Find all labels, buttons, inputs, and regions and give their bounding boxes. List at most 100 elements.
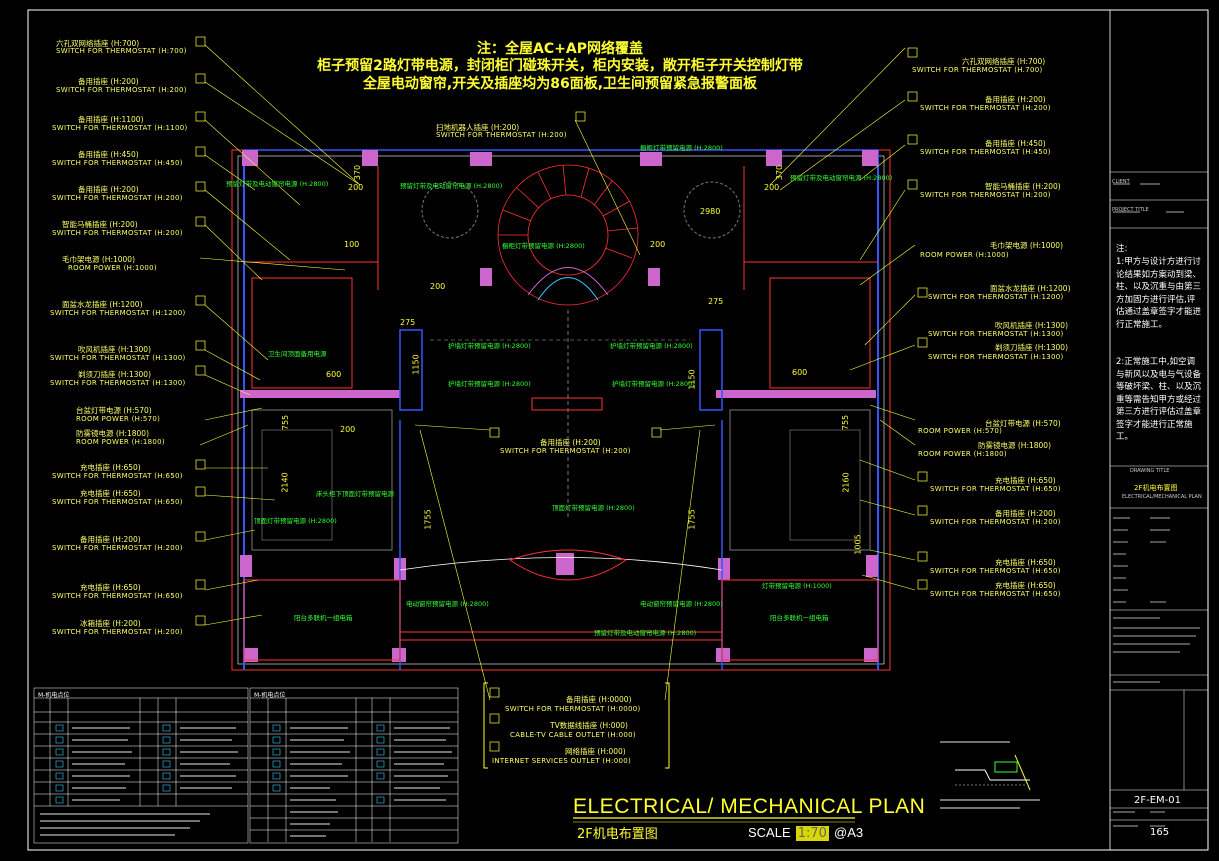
leader-lines — [199, 44, 916, 701]
dimension-label: 200 — [340, 425, 356, 434]
right-callout-2-cn: 备用插座 (H:200) — [985, 95, 1046, 104]
plan-tag: 护墙灯带预留电源 (H:2800) — [612, 380, 695, 388]
dimension-label: 600 — [326, 370, 342, 379]
dimension-label: 755 — [841, 414, 851, 431]
mid-callout-cn: 备用插座 (H:200) — [540, 438, 601, 447]
plan-tag: 橱柜灯带预留电源 (H:2800) — [640, 144, 723, 152]
client-label: CLIENT — [1112, 179, 1130, 185]
left-callout-17-en: SWITCH FOR THERMOSTAT (H:200) — [52, 628, 183, 636]
plan-tag: 顶面灯带预留电源 (H:2800) — [552, 504, 635, 512]
right-callout-6-cn: 面盆水龙插座 (H:1200) — [990, 284, 1071, 293]
plan-title: ELECTRICAL/ MECHANICAL PLAN — [573, 795, 926, 818]
left-callout-11-cn: 台盆灯带电源 (H:570) — [76, 406, 152, 415]
floor-plan — [231, 149, 891, 671]
callout-symbols — [195, 36, 928, 752]
legend-text-rows — [40, 727, 452, 837]
right-callout-5-cn: 毛巾架电源 (H:1000) — [990, 241, 1063, 250]
title-block-lines — [1110, 171, 1208, 821]
dimension-label: 2140 — [280, 472, 290, 493]
plan-subtitle: 2F机电布置图 — [577, 827, 658, 842]
dimension-label: 1005 — [853, 534, 863, 555]
right-callout-14-en: SWITCH FOR THERMOSTAT (H:650) — [930, 590, 1061, 598]
right-callout-9-en: ROOM POWER (H:570) — [918, 427, 1003, 435]
side-note-2: 2:正常施工中,如空调与新风以及电与气设备等破坏梁、柱、以及沉重等需告知甲方或经… — [1116, 357, 1202, 442]
plan-tag: 顶面灯带预留电源 (H:2800) — [254, 517, 337, 525]
legend-tables — [33, 687, 459, 844]
dimension-label: 1150 — [411, 354, 421, 375]
scale-group: SCALE 1:70 @A3 — [748, 822, 863, 841]
left-callout-12-en: ROOM POWER (H:1800) — [76, 438, 165, 446]
scale-value: 1:70 — [795, 826, 829, 841]
right-callout-10-cn: 防雾镜电源 (H:1800) — [978, 441, 1051, 450]
sweeper-callout-cn: 扫地机器人插座 (H:200) — [436, 123, 520, 132]
side-note-heading: 注: — [1116, 244, 1128, 254]
right-callout-1-en: SWITCH FOR THERMOSTAT (H.700) — [912, 66, 1043, 74]
right-callout-10-en: ROOM POWER (H:1800) — [918, 450, 1007, 458]
dimension-label: 2980 — [700, 207, 721, 216]
right-callout-3-cn: 备用插座 (H:450) — [985, 139, 1046, 148]
left-callout-14-en: SWITCH FOR THERMOSTAT (H:650) — [52, 498, 183, 506]
left-callout-7-cn: 毛巾架电源 (H:1000) — [62, 255, 135, 264]
dimension-label: 275 — [708, 297, 724, 306]
left-callout-16-en: SWITCH FOR THERMOSTAT (H:650) — [52, 592, 183, 600]
scale-label: SCALE — [748, 825, 791, 840]
paper-size: @A3 — [834, 825, 864, 840]
dimension-label: 200 — [650, 240, 666, 249]
mid-callout-en: SWITCH FOR THERMOSTAT (H:200) — [500, 447, 631, 455]
page-number: 165 — [1150, 827, 1170, 838]
plan-tag: 床头柜下顶面灯带预留电源 — [316, 490, 394, 498]
plan-tag: 预留灯带及电动窗帘电源 (H:2800) — [400, 182, 503, 190]
left-callout-1-en: SWITCH FOR THERMOSTAT (H:700) — [56, 47, 187, 55]
drawing-number: 2F-EM-01 — [1134, 795, 1182, 806]
plan-tag: 护墙灯带预留电源 (H:2800) — [448, 342, 531, 350]
left-callout-15-cn: 备用插座 (H:200) — [80, 535, 141, 544]
dimension-label: 755 — [281, 414, 291, 431]
right-callout-13-en: SWITCH FOR THERMOSTAT (H:650) — [930, 567, 1061, 575]
plan-tag: 灯带预留电源 (H:1000) — [762, 582, 832, 590]
right-callout-8-cn: 剃须刀插座 (H:1300) — [995, 343, 1068, 352]
left-callout-10-en: SWITCH FOR THERMOSTAT (H:1300) — [50, 379, 186, 387]
right-callout-11-cn: 充电插座 (H:650) — [995, 476, 1056, 485]
plan-tag: 预留灯带及电动窗帘电源 (H:2800) — [594, 629, 697, 637]
left-callout-4-cn: 备用插座 (H:450) — [78, 150, 139, 159]
left-callout-8-en: SWITCH FOR THERMOSTAT (H:1200) — [50, 309, 186, 317]
right-callout-7-cn: 吹风机插座 (H:1300) — [995, 321, 1068, 330]
right-callout-14-cn: 充电插座 (H:650) — [995, 581, 1056, 590]
left-callout-2-en: SWITCH FOR THERMOSTAT (H:200) — [56, 86, 187, 94]
legend-symbols — [55, 724, 385, 804]
left-callout-14-cn: 充电插座 (H:650) — [80, 489, 141, 498]
project-label: PROJECT TITLE — [1112, 207, 1149, 213]
plan-tag: 阳台多联机一组电箱 — [294, 614, 353, 622]
left-callout-12-cn: 防雾镜电源 (H:1800) — [76, 429, 149, 438]
right-callout-2-en: SWITCH FOR THERMOSTAT (H:200) — [920, 104, 1051, 112]
bottom-callout-2-en: CABLE-TV CABLE OUTLET (H:000) — [510, 731, 636, 739]
plan-tag: 预留灯带及电动窗帘电源 (H:2800) — [790, 174, 893, 182]
sweeper-callout-en: SWITCH FOR THERMOSTAT (H:200) — [436, 131, 567, 139]
right-callout-12-cn: 备用插座 (H:200) — [995, 509, 1056, 518]
plan-tag: 阳台多联机一组电箱 — [770, 614, 829, 622]
right-callout-12-en: SWITCH FOR THERMOSTAT (H:200) — [930, 518, 1061, 526]
top-note-3: 全屋电动窗帘,开关及插座均为86面板,卫生间预留紧急报警面板 — [362, 76, 758, 92]
dimension-label: 1755 — [687, 509, 697, 530]
left-callout-5-en: SWITCH FOR THERMOSTAT (H:200) — [52, 194, 183, 202]
dimension-label: 200 — [764, 183, 780, 192]
bottom-callout-3-cn: 网络插座 (H:000) — [565, 747, 626, 756]
right-callout-7-en: SWITCH FOR THERMOSTAT (H:1300) — [928, 330, 1064, 338]
left-callout-5-cn: 备用插座 (H:200) — [78, 185, 139, 194]
left-callout-17-cn: 冰箱插座 (H:200) — [80, 619, 141, 628]
right-callout-6-en: SWITCH FOR THERMOSTAT (H:1200) — [928, 293, 1064, 301]
dimension-label: 200 — [348, 183, 364, 192]
dimension-label: 370 — [775, 164, 785, 181]
plan-tag: 橱柜灯带预留电源 (H:2800) — [502, 242, 585, 250]
top-note-1: 注：全屋AC+AP网络覆盖 — [477, 41, 643, 57]
right-callout-13-cn: 充电插座 (H:650) — [995, 558, 1056, 567]
dimension-label: 600 — [792, 368, 808, 377]
right-callout-5-en: ROOM POWER (H:1000) — [920, 251, 1009, 259]
bottom-callout-2-cn: TV数据线插座 (H:000) — [550, 721, 628, 730]
right-callout-3-en: SWITCH FOR THERMOSTAT (H:450) — [920, 148, 1051, 156]
legend-title-left: M-机电点位 — [38, 692, 70, 699]
dimension-label: 1755 — [423, 509, 433, 530]
left-callout-7-en: ROOM POWER (H:1000) — [68, 264, 157, 272]
right-callout-8-en: SWITCH FOR THERMOSTAT (H:1300) — [928, 353, 1064, 361]
